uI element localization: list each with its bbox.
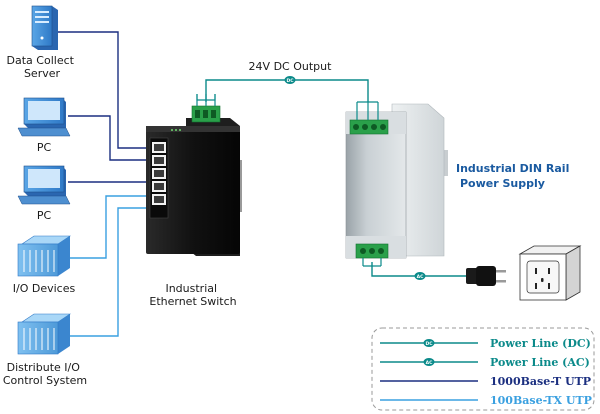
line-server <box>58 31 150 149</box>
legend: DC Power Line (DC) AC Power Line (AC) 1000Ba… <box>380 337 592 407</box>
dc-badge-icon: DC <box>423 339 435 347</box>
legend-label: 1000Base-T UTP <box>490 375 591 388</box>
din-rail-power-supply-icon <box>345 101 448 267</box>
line-ac <box>371 262 470 277</box>
line-dist <box>70 207 150 337</box>
wall-outlet-icon <box>518 245 582 301</box>
legend-panel <box>371 327 595 411</box>
distributed-io-icon <box>17 313 71 355</box>
svg-text:DC: DC <box>286 78 294 84</box>
pc-icon <box>17 165 71 205</box>
line-io <box>70 195 150 259</box>
ac-badge-icon: AC <box>414 272 426 280</box>
svg-text:AC: AC <box>426 360 433 366</box>
legend-item: DC Power Line (DC) <box>380 337 591 350</box>
legend-item: AC Power Line (AC) <box>380 356 590 369</box>
line-pc1 <box>68 115 150 161</box>
legend-item: 100Base-TX UTP <box>380 394 592 407</box>
distribute-io-label: Distribute I/O Control System <box>3 361 87 387</box>
io-device-icon <box>17 235 71 277</box>
io-devices-label: I/O Devices <box>13 282 76 295</box>
legend-item: 1000Base-T UTP <box>380 375 591 388</box>
pc2-label: PC <box>37 209 52 222</box>
ac-badge-icon: AC <box>423 358 435 366</box>
power-supply-title: Industrial DIN Rail Power Supply <box>456 162 573 190</box>
pc-icon <box>17 97 71 137</box>
switch-label: Industrial Ethernet Switch <box>149 282 236 308</box>
legend-label: Power Line (DC) <box>490 337 591 350</box>
ac-plug-icon <box>466 266 506 286</box>
dc-badge-icon: DC <box>284 76 296 84</box>
ethernet-switch-icon <box>146 94 242 256</box>
svg-text:DC: DC <box>425 341 433 347</box>
server-icon <box>31 5 58 50</box>
server-label: Data Collect Server <box>7 54 78 80</box>
legend-label: Power Line (AC) <box>490 356 590 369</box>
dc-output-label: 24V DC Output <box>249 60 333 73</box>
pc1-label: PC <box>37 141 52 154</box>
legend-label: 100Base-TX UTP <box>490 394 592 407</box>
svg-text:AC: AC <box>417 274 424 280</box>
